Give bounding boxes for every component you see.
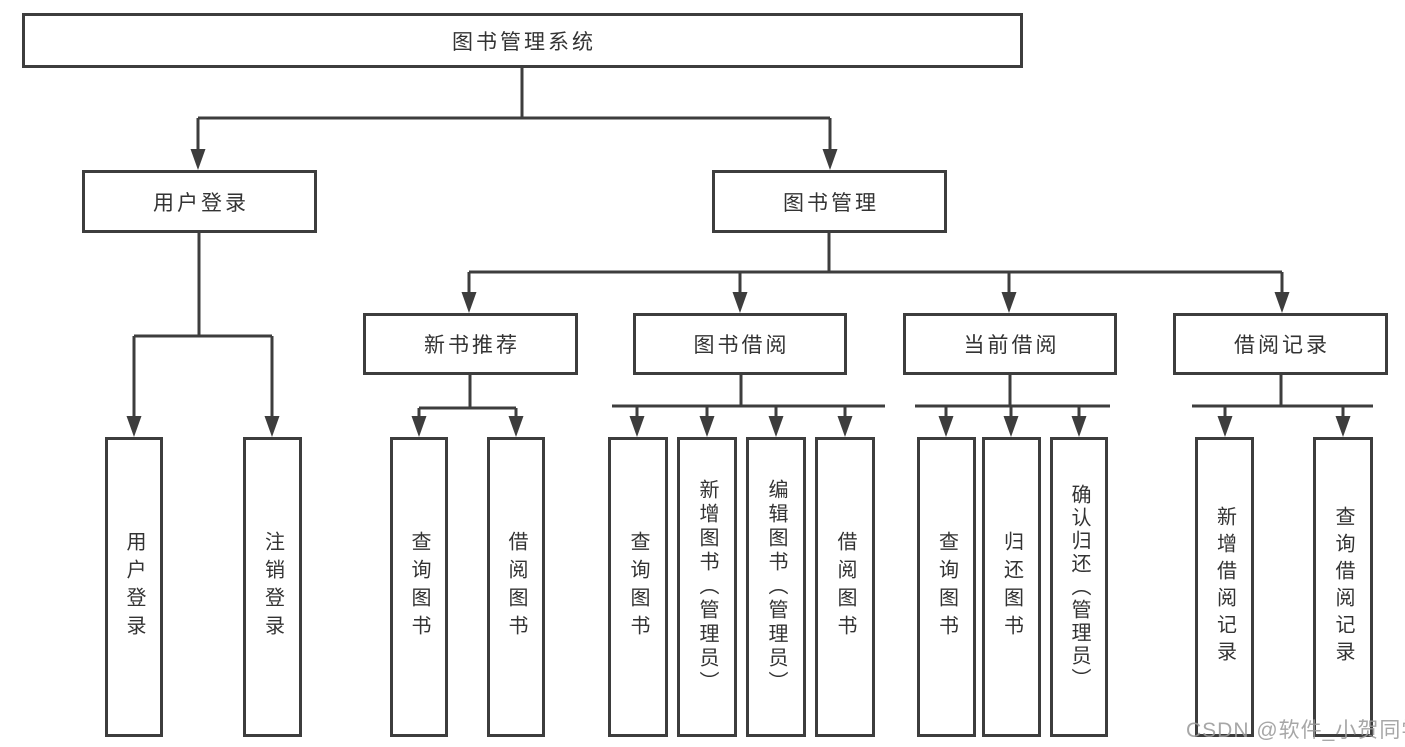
- leaf-query-borrow-record: 查询借阅记录: [1313, 437, 1373, 737]
- node-book-management: 图书管理: [712, 170, 947, 233]
- leaf-query-books-current-label: 查询图书: [935, 531, 958, 643]
- leaf-return-book: 归还图书: [982, 437, 1041, 737]
- node-book-borrow: 图书借阅: [633, 313, 847, 375]
- leaf-query-books-borrow-label: 查询图书: [627, 531, 649, 643]
- node-new-book-recommend-label: 新书推荐: [424, 334, 520, 357]
- leaf-user-login-label: 用户登录: [123, 531, 145, 643]
- leaf-add-borrow-record-label: 新增借阅记录: [1213, 506, 1236, 668]
- node-root-system: 图书管理系统: [22, 13, 1023, 68]
- leaf-logout-label: 注销登录: [261, 531, 284, 643]
- leaf-logout: 注销登录: [243, 437, 302, 737]
- leaf-query-books-borrow: 查询图书: [608, 437, 668, 737]
- leaf-query-books-recommend-label: 查询图书: [408, 531, 430, 643]
- node-new-book-recommend: 新书推荐: [363, 313, 578, 375]
- node-current-borrow-label: 当前借阅: [963, 334, 1060, 357]
- leaf-add-book-admin: 新增图书（管理员）: [677, 437, 737, 737]
- leaf-confirm-return-admin-label: 确认归还（管理员）: [1068, 483, 1090, 691]
- leaf-borrow-books-borrow: 借阅图书: [815, 437, 875, 737]
- leaf-add-borrow-record: 新增借阅记录: [1195, 437, 1254, 737]
- leaf-query-books-current: 查询图书: [917, 437, 976, 737]
- csdn-watermark: CSDN @软件_小贺同学: [1186, 719, 1405, 742]
- node-book-management-label: 图书管理: [783, 191, 879, 215]
- node-root-label: 图书管理系统: [452, 30, 596, 54]
- leaf-query-books-recommend: 查询图书: [390, 437, 448, 737]
- leaf-edit-book-admin-label: 编辑图书（管理员）: [765, 479, 787, 695]
- leaf-add-book-admin-label: 新增图书（管理员）: [696, 479, 718, 695]
- node-user-login-label: 用户登录: [153, 191, 249, 215]
- leaf-return-book-label: 归还图书: [1000, 531, 1023, 643]
- node-current-borrow: 当前借阅: [903, 313, 1117, 375]
- node-borrow-records: 借阅记录: [1173, 313, 1388, 375]
- leaf-borrow-books-recommend: 借阅图书: [487, 437, 545, 737]
- leaf-edit-book-admin: 编辑图书（管理员）: [746, 437, 806, 737]
- leaf-user-login: 用户登录: [105, 437, 163, 737]
- node-borrow-records-label: 借阅记录: [1234, 334, 1330, 357]
- leaf-borrow-books-borrow-label: 借阅图书: [834, 531, 856, 643]
- node-user-login: 用户登录: [82, 170, 317, 233]
- leaf-borrow-books-recommend-label: 借阅图书: [505, 531, 527, 643]
- leaf-confirm-return-admin: 确认归还（管理员）: [1050, 437, 1108, 737]
- node-book-borrow-label: 图书借阅: [693, 334, 790, 357]
- leaf-query-borrow-record-label: 查询借阅记录: [1332, 506, 1354, 668]
